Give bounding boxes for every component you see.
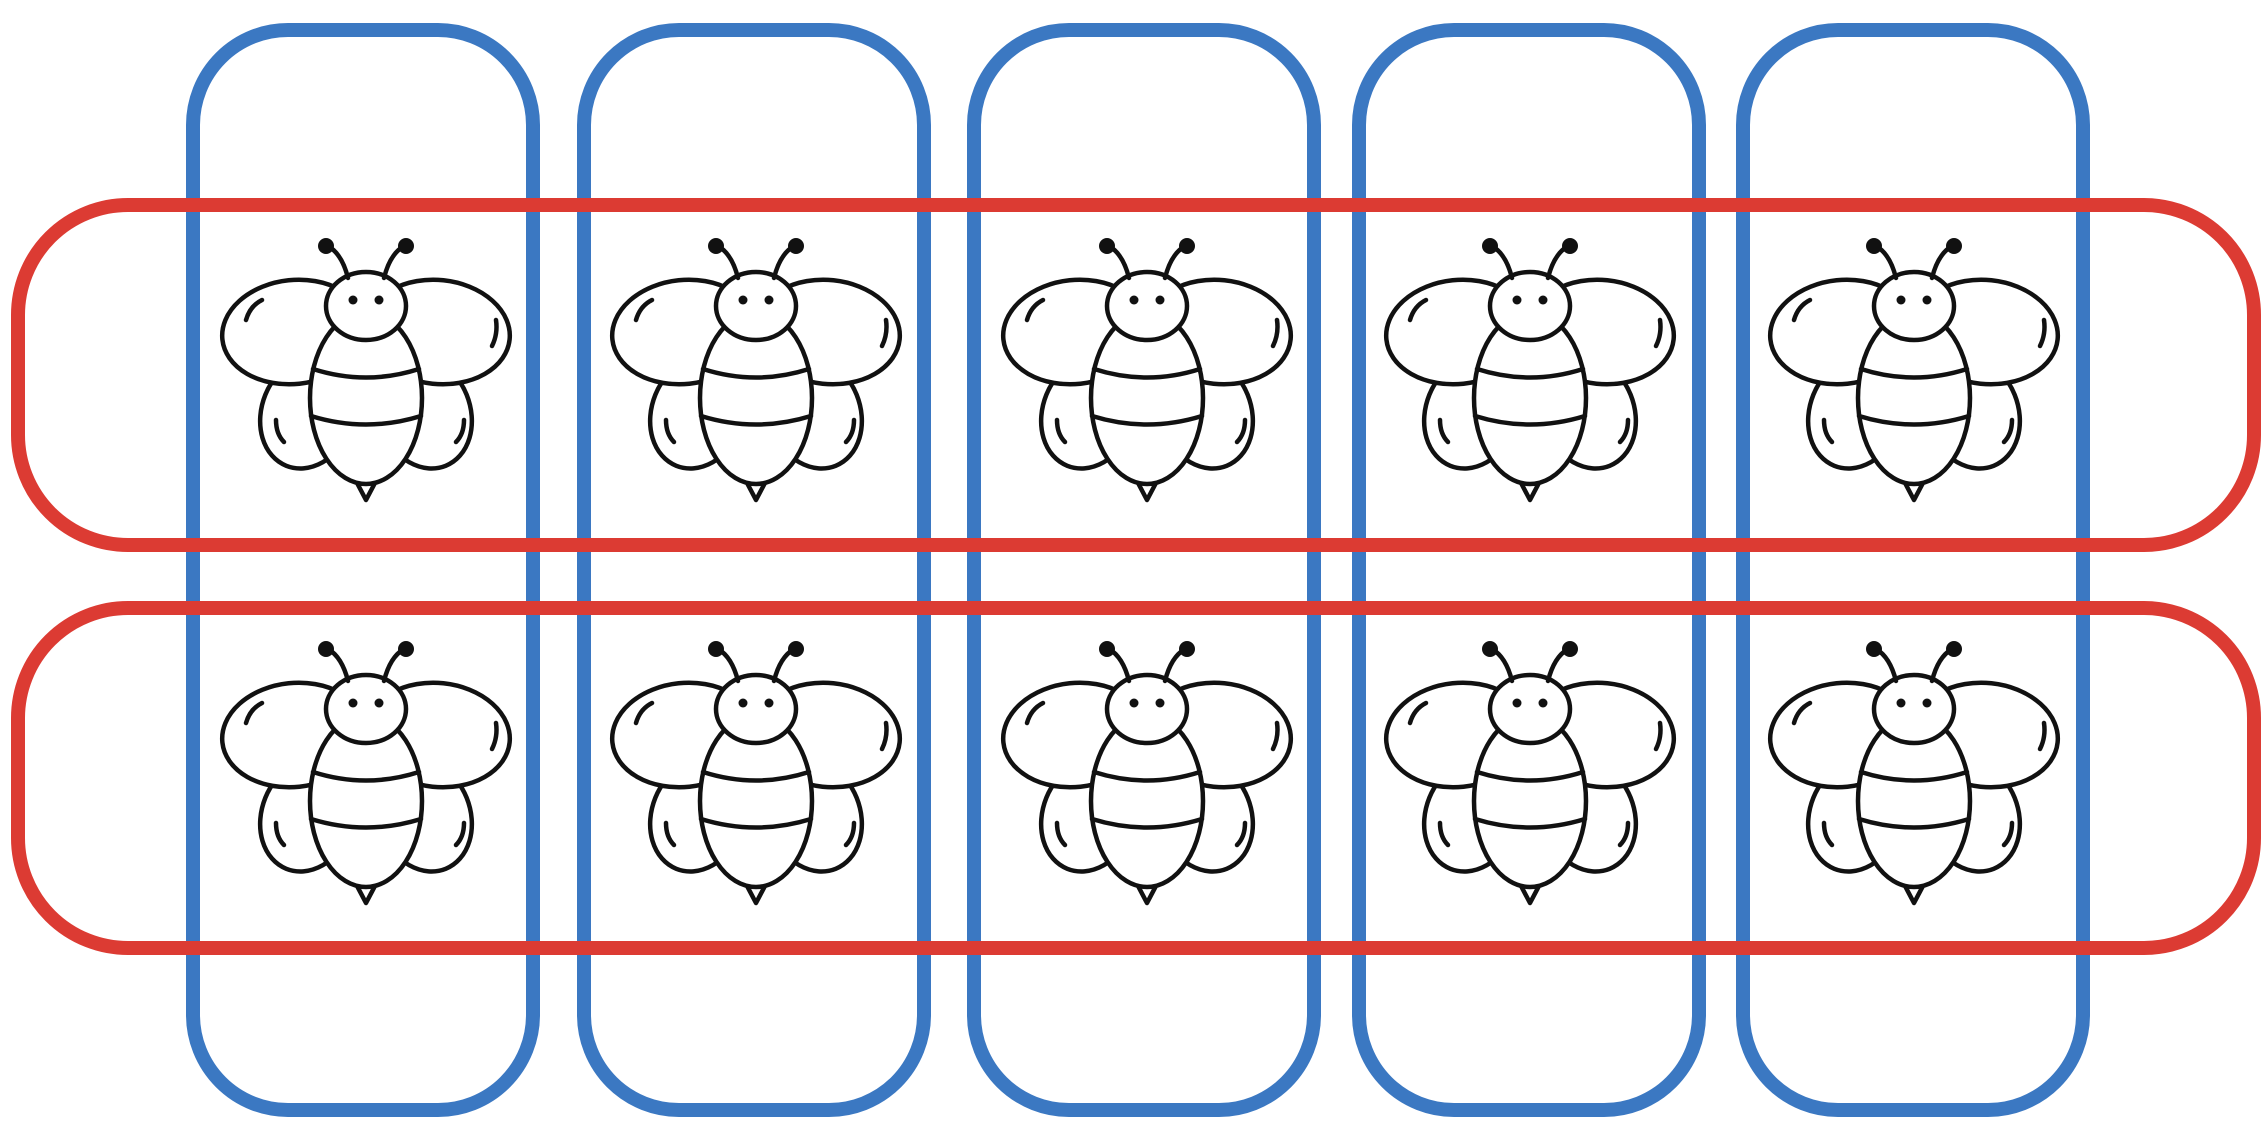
bee-icon xyxy=(1765,238,2063,500)
bee-icon xyxy=(217,641,515,903)
bee-icon xyxy=(1381,238,1679,500)
bee-icon xyxy=(1381,641,1679,903)
bee-icon xyxy=(607,238,905,500)
bee-icon xyxy=(998,238,1296,500)
bee-icon xyxy=(998,641,1296,903)
bee-icon xyxy=(607,641,905,903)
bee-icon xyxy=(1765,641,2063,903)
bee-icon xyxy=(217,238,515,500)
